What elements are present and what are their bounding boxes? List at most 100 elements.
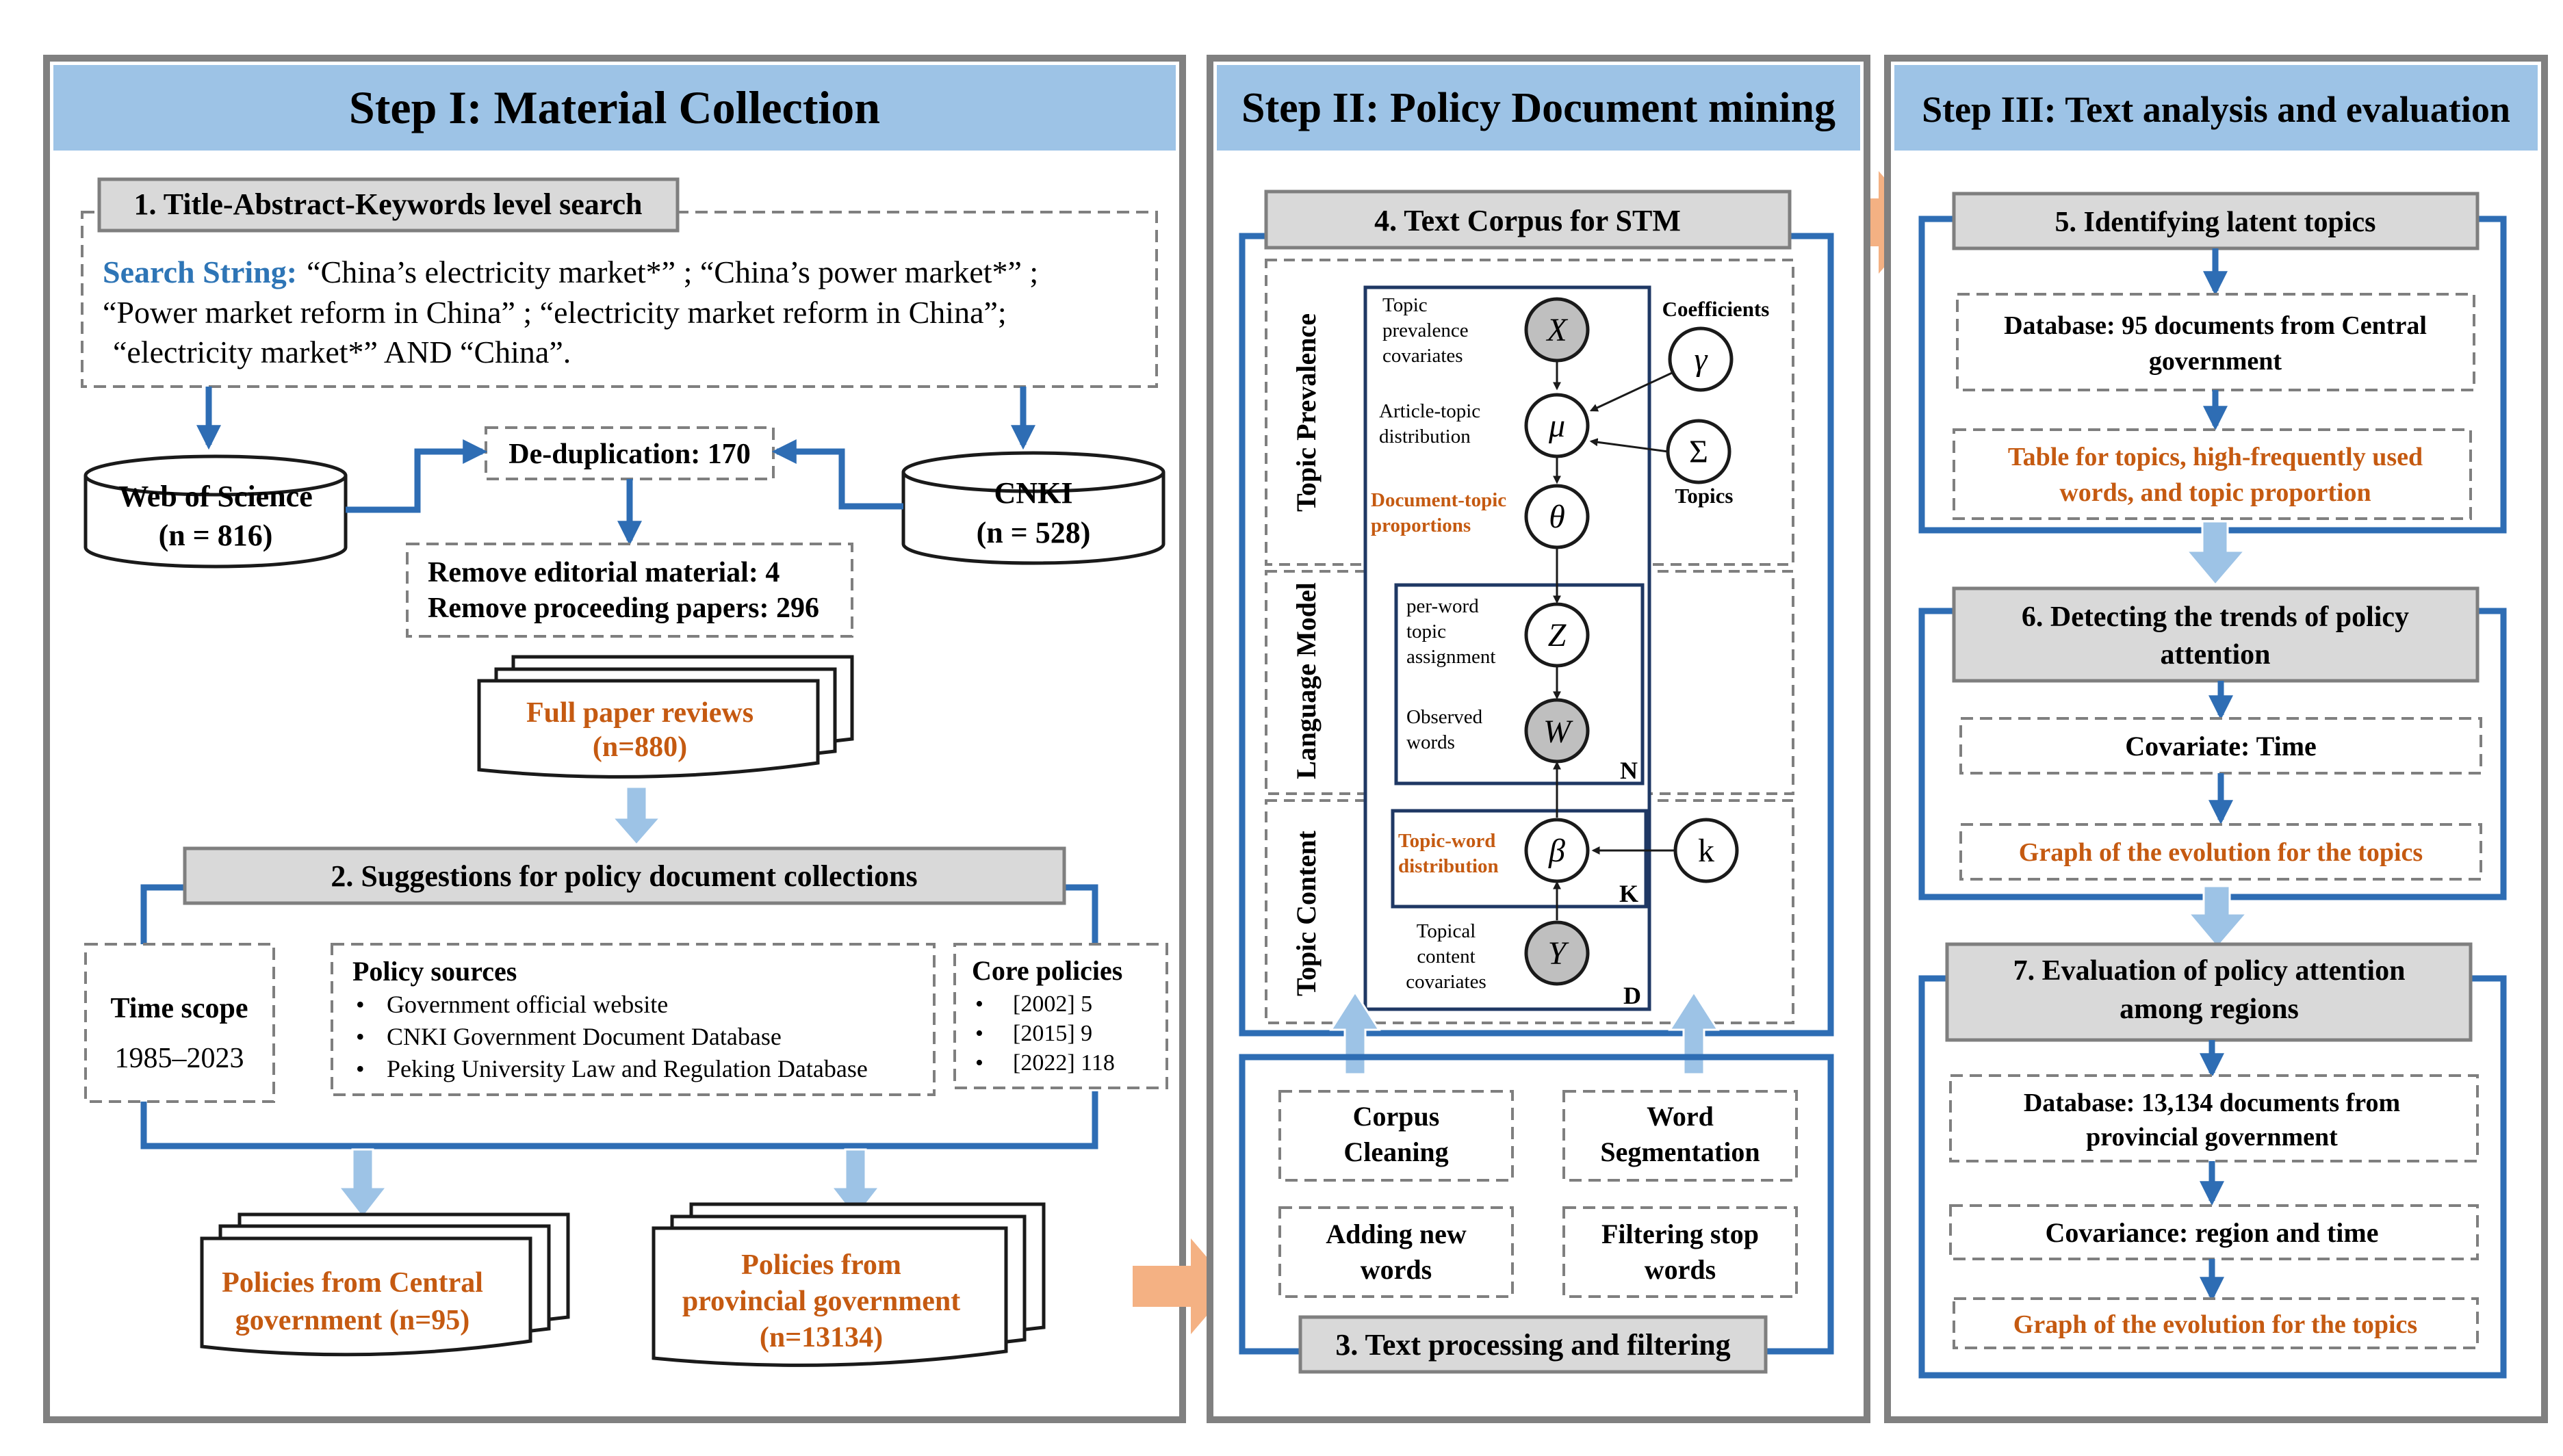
word-segmentation-box bbox=[1562, 1090, 1798, 1182]
plate-n: N bbox=[1620, 757, 1638, 784]
plate-d-label: D bbox=[1623, 982, 1641, 1009]
up-arrow-icon bbox=[1668, 990, 1720, 1076]
adding-words-box bbox=[1278, 1206, 1514, 1298]
s5-db-2: government bbox=[2149, 347, 2282, 376]
svg-text:Search String:“China’s electri: Search String: “China’s electricity marke… bbox=[103, 255, 1038, 289]
svg-text:Table for topics, high-frequen: Table for topics, high-frequently usedwo… bbox=[2008, 443, 2423, 507]
policy-sources-title: Policy sources bbox=[352, 956, 517, 987]
full-review-line2: (n=880) bbox=[593, 731, 687, 763]
svg-text:•: • bbox=[975, 991, 983, 1017]
section-topic-prevalence: Topic Prevalence bbox=[1291, 313, 1322, 512]
time-scope-value: 1985–2023 bbox=[115, 1043, 244, 1074]
label-topics: Topics bbox=[1675, 484, 1733, 508]
s7-heading-2: among regions bbox=[2120, 993, 2299, 1025]
search-line-1: “China’s electricity market*” ; “China’s… bbox=[307, 255, 1038, 289]
word-segmentation-1: Word bbox=[1647, 1101, 1714, 1132]
plate-d bbox=[1363, 285, 1651, 1011]
wos-name: Web of Science bbox=[118, 480, 313, 513]
search-line-2: “Power market reform in China” ; “electr… bbox=[103, 295, 1007, 330]
corpus-cleaning-2: Cleaning bbox=[1343, 1136, 1448, 1167]
search-heading-box bbox=[97, 177, 680, 233]
central-line1: Policies from Central bbox=[222, 1267, 483, 1299]
node-gamma: γ bbox=[1695, 341, 1708, 378]
down-arrow-icon bbox=[2186, 885, 2250, 950]
remove-editorial: Remove editorial material: 4 bbox=[428, 557, 780, 588]
label-doc-topic-2: proportions bbox=[1371, 515, 1471, 536]
label-topic-word-2: distribution bbox=[1398, 855, 1499, 877]
step3-title: Step III: Text analysis and evaluation bbox=[1922, 89, 2510, 130]
central-policies-docs: Policies from Central government (n=95) bbox=[200, 1212, 570, 1357]
s7-db-2: provincial government bbox=[2086, 1123, 2338, 1152]
cnki-count: (n = 528) bbox=[977, 516, 1091, 549]
time-scope-box bbox=[84, 943, 275, 1103]
full-paper-reviews: Full paper reviews (n=880) bbox=[477, 655, 854, 779]
label-per-word-1: per-word bbox=[1406, 595, 1479, 617]
plate-k: K bbox=[1619, 880, 1638, 907]
dedup-box bbox=[485, 426, 775, 480]
svg-text:6. Detecting the trends of pol: 6. Detecting the trends of policyattenti… bbox=[2022, 601, 2409, 671]
full-review-line1: Full paper reviews bbox=[526, 697, 754, 729]
step1-panel: Step I: Material Collection 1. Title-Abs… bbox=[43, 55, 1186, 1423]
processing-heading: 3. Text processing and filtering bbox=[1335, 1328, 1730, 1362]
remove-proceeding: Remove proceeding papers: 296 bbox=[428, 593, 819, 624]
policy-source-1: Government official website bbox=[387, 991, 668, 1018]
step2-title: Step II: Policy Document mining bbox=[1241, 85, 1836, 131]
node-mu: μ bbox=[1548, 408, 1565, 444]
core-policies-box bbox=[953, 943, 1168, 1089]
s6-covariate: Covariate: Time bbox=[2125, 731, 2317, 762]
label-observed-1: Observed bbox=[1406, 706, 1483, 728]
svg-text:7. Evaluation of policy attent: 7. Evaluation of policy attention among r… bbox=[2013, 955, 2406, 1025]
s7-db-box bbox=[1949, 1074, 2479, 1162]
core-policy-1: [2002] 5 bbox=[1013, 991, 1092, 1017]
step1-title: Step I: Material Collection bbox=[349, 81, 880, 133]
s6-heading-1: 6. Detecting the trends of policy bbox=[2022, 601, 2409, 633]
filtering-stop-box bbox=[1562, 1206, 1798, 1298]
node-z: Z bbox=[1548, 617, 1567, 653]
label-topical-cov-3: covariates bbox=[1406, 971, 1486, 993]
suggestions-heading: 2. Suggestions for policy document colle… bbox=[331, 859, 917, 893]
search-string-label: Search String: bbox=[103, 255, 297, 289]
s6-covariate-box bbox=[1959, 717, 2482, 775]
cnki-database: CNKI (n = 528) bbox=[901, 451, 1165, 565]
s5-heading: 5. Identifying latent topics bbox=[2055, 207, 2375, 238]
node-x: X bbox=[1545, 312, 1568, 348]
remove-box bbox=[406, 543, 853, 638]
svg-text:•: • bbox=[356, 1055, 365, 1082]
s5-table-box bbox=[1953, 428, 2472, 520]
svg-text:Database: 95 documents from Ce: Database: 95 documents from Centralgover… bbox=[2004, 311, 2427, 376]
core-policy-3: [2022] 118 bbox=[1013, 1050, 1115, 1076]
node-w: W bbox=[1543, 714, 1573, 750]
label-topic-word-1: Topic-word bbox=[1398, 830, 1495, 852]
adding-words-1: Adding new bbox=[1326, 1219, 1467, 1249]
label-topic-prev-cov-2: prevalence bbox=[1382, 320, 1469, 341]
label-topical-cov-1: Topical bbox=[1417, 920, 1476, 942]
label-observed-2: words bbox=[1406, 731, 1455, 753]
svg-text:•: • bbox=[975, 1050, 983, 1076]
filtering-stop-1: Filtering stop bbox=[1601, 1219, 1759, 1249]
s7-heading-1: 7. Evaluation of policy attention bbox=[2013, 955, 2406, 987]
node-k: k bbox=[1698, 833, 1714, 869]
core-policy-2: [2015] 9 bbox=[1013, 1021, 1092, 1046]
web-of-science-database: Web of Science (n = 816) bbox=[83, 454, 348, 569]
label-topical-cov-2: content bbox=[1417, 946, 1475, 967]
down-arrow-icon bbox=[2184, 520, 2248, 587]
adding-words-2: words bbox=[1361, 1254, 1432, 1285]
label-doc-topic-1: Document-topic bbox=[1371, 489, 1506, 511]
s7-covariance: Covariance: region and time bbox=[2046, 1217, 2379, 1248]
policy-sources-box bbox=[331, 943, 936, 1096]
label-article-topic-2: distribution bbox=[1379, 426, 1471, 447]
policy-source-2: CNKI Government Document Database bbox=[387, 1023, 782, 1050]
label-article-topic-1: Article-topic bbox=[1379, 400, 1480, 422]
policy-source-3: Peking University Law and Regulation Dat… bbox=[387, 1055, 868, 1082]
node-theta: θ bbox=[1549, 499, 1565, 535]
s6-graph: Graph of the evolution for the topics bbox=[2019, 838, 2423, 867]
label-coefficients: Coefficients bbox=[1662, 297, 1770, 321]
label-per-word-3: assignment bbox=[1406, 646, 1496, 668]
